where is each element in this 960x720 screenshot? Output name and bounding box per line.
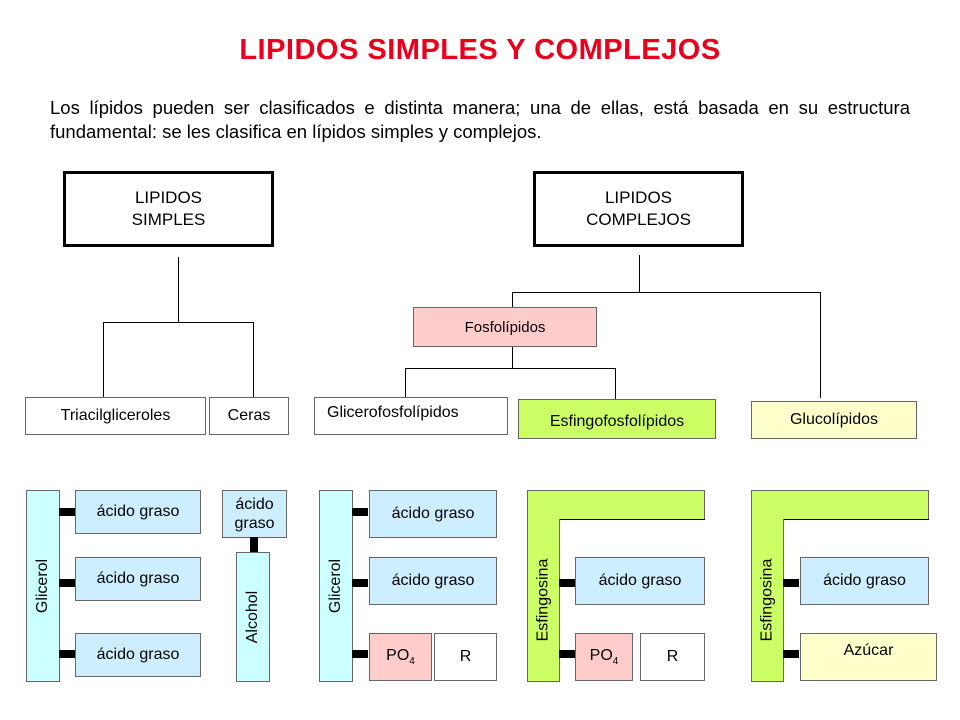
acido-graso-box: ácido graso bbox=[222, 490, 287, 538]
bond-connector bbox=[352, 650, 368, 658]
glicerofosfolipidos-box: Glicerofosfolípidos bbox=[314, 397, 508, 435]
glicerol-label: Glicerol bbox=[34, 558, 52, 614]
connector-line bbox=[820, 292, 821, 398]
acido-graso-box: ácido graso bbox=[369, 557, 497, 605]
glicerol-bar: Glicerol bbox=[26, 490, 60, 682]
connector-line bbox=[405, 368, 616, 369]
acido-graso-box: ácido graso bbox=[75, 557, 201, 601]
connector-line bbox=[512, 347, 513, 369]
fosfolipidos-box: Fosfolípidos bbox=[413, 307, 597, 347]
lipidos-complejos-box: LIPIDOS COMPLEJOS bbox=[533, 171, 744, 247]
esfingosina-top-bar bbox=[527, 490, 705, 520]
bond-connector bbox=[783, 650, 799, 658]
lipidos-complejos-line1: LIPIDOS bbox=[604, 188, 673, 207]
esfingosina-bar: Esfingosina bbox=[527, 519, 560, 682]
alcohol-bar: Alcohol bbox=[236, 552, 270, 682]
r-box: R bbox=[434, 633, 497, 681]
bond-connector bbox=[352, 508, 368, 516]
bond-connector bbox=[783, 579, 799, 587]
connector-line bbox=[615, 368, 616, 400]
bond-connector bbox=[352, 579, 368, 587]
acido-graso-box: ácido graso bbox=[369, 490, 497, 538]
page-title: LIPIDOS SIMPLES Y COMPLEJOS bbox=[239, 34, 721, 66]
esfingosina-label: Esfingosina bbox=[534, 558, 552, 642]
bond-connector bbox=[59, 579, 75, 587]
bond-connector bbox=[559, 650, 575, 658]
azucar-box: Azúcar bbox=[800, 633, 937, 681]
lipidos-simples-line2: SIMPLES bbox=[131, 210, 206, 229]
bond-connector bbox=[59, 650, 75, 658]
connector-line bbox=[560, 519, 705, 520]
esfingosina-label: Esfingosina bbox=[758, 558, 776, 642]
connector-line bbox=[103, 322, 104, 397]
glicerol-bar: Glicerol bbox=[319, 490, 353, 682]
esfingosina-top-bar bbox=[751, 490, 929, 520]
acido-graso-box: ácido graso bbox=[75, 633, 201, 677]
acido-graso-line2: graso bbox=[234, 515, 275, 532]
bond-connector bbox=[559, 579, 575, 587]
lipidos-simples-box: LIPIDOS SIMPLES bbox=[63, 171, 274, 247]
acido-graso-box: ácido graso bbox=[800, 557, 929, 605]
po4-label: PO4 bbox=[589, 646, 619, 668]
connector-line bbox=[253, 322, 254, 397]
alcohol-label: Alcohol bbox=[244, 590, 262, 644]
connector-line bbox=[639, 255, 640, 293]
connector-line bbox=[512, 292, 821, 293]
esfingosina-bar: Esfingosina bbox=[751, 519, 784, 682]
po4-box: PO4 bbox=[369, 633, 432, 681]
esfingofosfolipidos-box: Esfingofosfolípidos bbox=[518, 399, 716, 439]
po4-label: PO4 bbox=[386, 646, 415, 668]
connector-line bbox=[103, 322, 254, 323]
glucolipidos-box: Glucolípidos bbox=[751, 401, 917, 439]
connector-line bbox=[405, 368, 406, 397]
bond-connector bbox=[250, 537, 258, 553]
triacilgliceroles-box: Triacilgliceroles bbox=[25, 397, 206, 435]
ceras-box: Ceras bbox=[209, 397, 289, 435]
lipidos-complejos-line2: COMPLEJOS bbox=[586, 210, 691, 229]
connector-line bbox=[512, 292, 513, 308]
acido-graso-box: ácido graso bbox=[75, 490, 201, 534]
r-box: R bbox=[640, 633, 705, 681]
bond-connector bbox=[59, 508, 75, 516]
glicerol-label: Glicerol bbox=[327, 558, 345, 614]
connector-line bbox=[784, 519, 929, 520]
connector-line bbox=[178, 257, 179, 323]
acido-graso-box: ácido graso bbox=[575, 557, 705, 605]
po4-box: PO4 bbox=[575, 633, 633, 681]
acido-graso-line1: ácido bbox=[235, 496, 274, 513]
intro-paragraph: Los lípidos pueden ser clasificados e di… bbox=[50, 97, 910, 142]
lipidos-simples-line1: LIPIDOS bbox=[134, 188, 203, 207]
